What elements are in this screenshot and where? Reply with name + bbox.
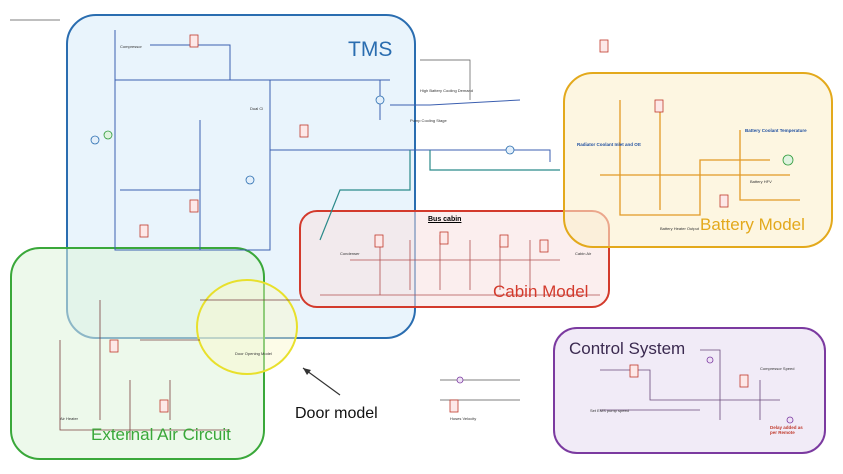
tms-label: TMS [348,38,393,61]
external-air-label: External Air Circuit [91,425,231,444]
svg-text:Battery HFV: Battery HFV [750,179,772,184]
svg-text:Hoses Velocity: Hoses Velocity [450,416,476,421]
cabin-model-label: Cabin Model [493,282,589,301]
control-system-label: Control System [569,339,686,358]
svg-text:Air Heater: Air Heater [60,416,79,421]
relay-added-annotation: Delay added as per Remote [770,425,803,435]
svg-text:High Battery Cooling Demand: High Battery Cooling Demand [420,88,473,93]
cabin-sublabel: Bus cabin [428,216,462,223]
svg-text:Compressor: Compressor [120,44,142,49]
svg-text:Battery Heater Output: Battery Heater Output [660,226,700,231]
svg-text:Pump Cooling Stage: Pump Cooling Stage [410,118,447,123]
svg-text:Dual Cl: Dual Cl [250,106,263,111]
battery-coolant-temp-annotation: Battery Coolant Temperature [745,128,807,133]
svg-text:Cabin Air: Cabin Air [575,251,592,256]
cabin-region [299,210,610,308]
radiator-coolant-annotation: Radiator Coolant Inlet and Ott [577,142,641,147]
battery-model-label: Battery Model [700,215,805,234]
control-region [553,327,826,454]
svg-text:Set EMS pump speed: Set EMS pump speed [590,408,629,413]
svg-text:Condenser: Condenser [340,251,360,256]
svg-text:Compressor Speed: Compressor Speed [760,366,794,371]
door-model-callout: Door model [295,405,378,422]
svg-text:Door Opening Model: Door Opening Model [235,351,272,356]
door-region [196,279,298,375]
